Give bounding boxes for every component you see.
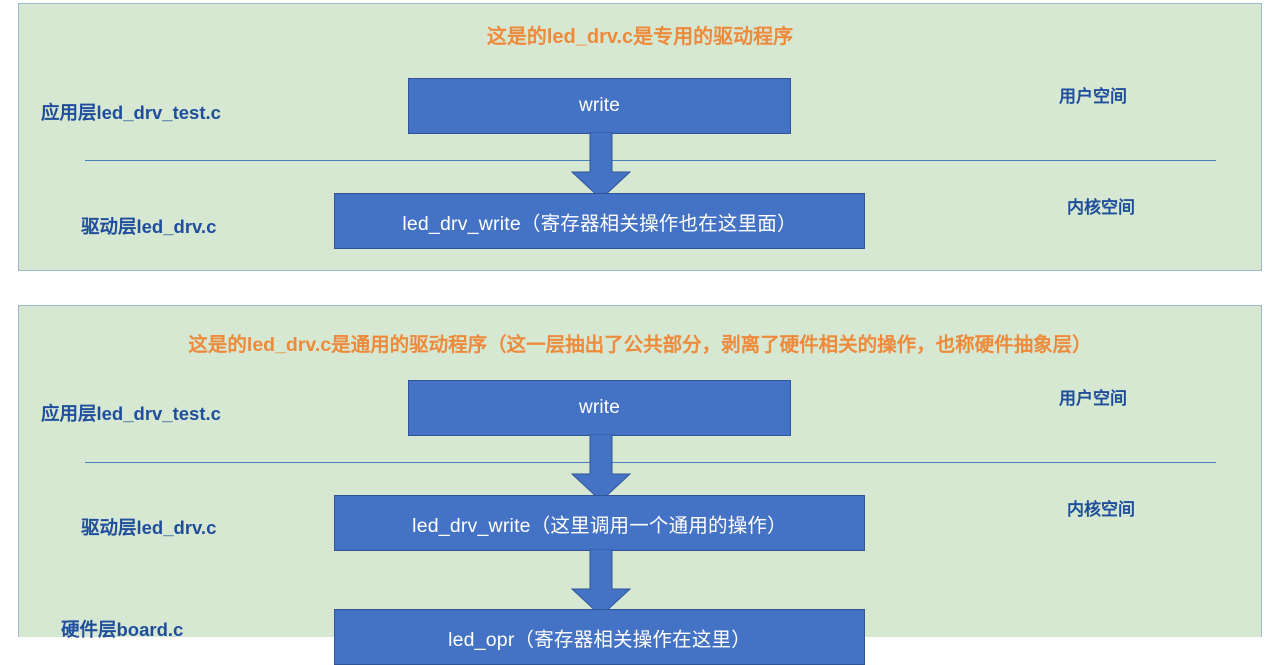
dedicated-driver-write-box: led_drv_write（寄存器相关操作也在这里面） — [334, 193, 865, 249]
generic-driver-write-box: led_drv_write（这里调用一个通用的操作） — [334, 495, 865, 551]
generic-driver-headline: 这是的led_drv.c是通用的驱动程序（这一层抽出了公共部分，剥离了硬件相关的… — [188, 334, 1092, 356]
dedicated-write-box: write — [408, 78, 791, 134]
generic-kernel-space-label: 内核空间 — [1067, 500, 1135, 519]
generic-app-layer-label: 应用层led_drv_test.c — [41, 403, 221, 424]
generic-hardware-layer-label: 硬件层board.c — [61, 619, 184, 640]
dedicated-driver-panel: 这是的led_drv.c是专用的驱动程序 应用层led_drv_test.c 驱… — [18, 3, 1262, 271]
dedicated-driver-layer-label: 驱动层led_drv.c — [81, 216, 217, 237]
generic-space-divider — [85, 462, 1216, 463]
dedicated-space-divider — [85, 160, 1216, 161]
dedicated-kernel-space-label: 内核空间 — [1067, 198, 1135, 217]
generic-user-space-label: 用户空间 — [1059, 389, 1127, 408]
dedicated-driver-headline: 这是的led_drv.c是专用的驱动程序 — [486, 26, 794, 48]
generic-hardware-opr-box: led_opr（寄存器相关操作在这里） — [334, 609, 865, 665]
generic-write-box: write — [408, 380, 791, 436]
generic-down-arrow-lower-icon — [571, 549, 631, 617]
diagram-canvas: 这是的led_drv.c是专用的驱动程序 应用层led_drv_test.c 驱… — [18, 3, 1262, 665]
dedicated-down-arrow-icon — [571, 132, 631, 200]
dedicated-user-space-label: 用户空间 — [1059, 87, 1127, 106]
generic-driver-layer-label: 驱动层led_drv.c — [81, 517, 217, 538]
dedicated-app-layer-label: 应用层led_drv_test.c — [41, 102, 221, 123]
generic-driver-panel: 这是的led_drv.c是通用的驱动程序（这一层抽出了公共部分，剥离了硬件相关的… — [18, 305, 1262, 665]
generic-down-arrow-upper-icon — [571, 434, 631, 502]
